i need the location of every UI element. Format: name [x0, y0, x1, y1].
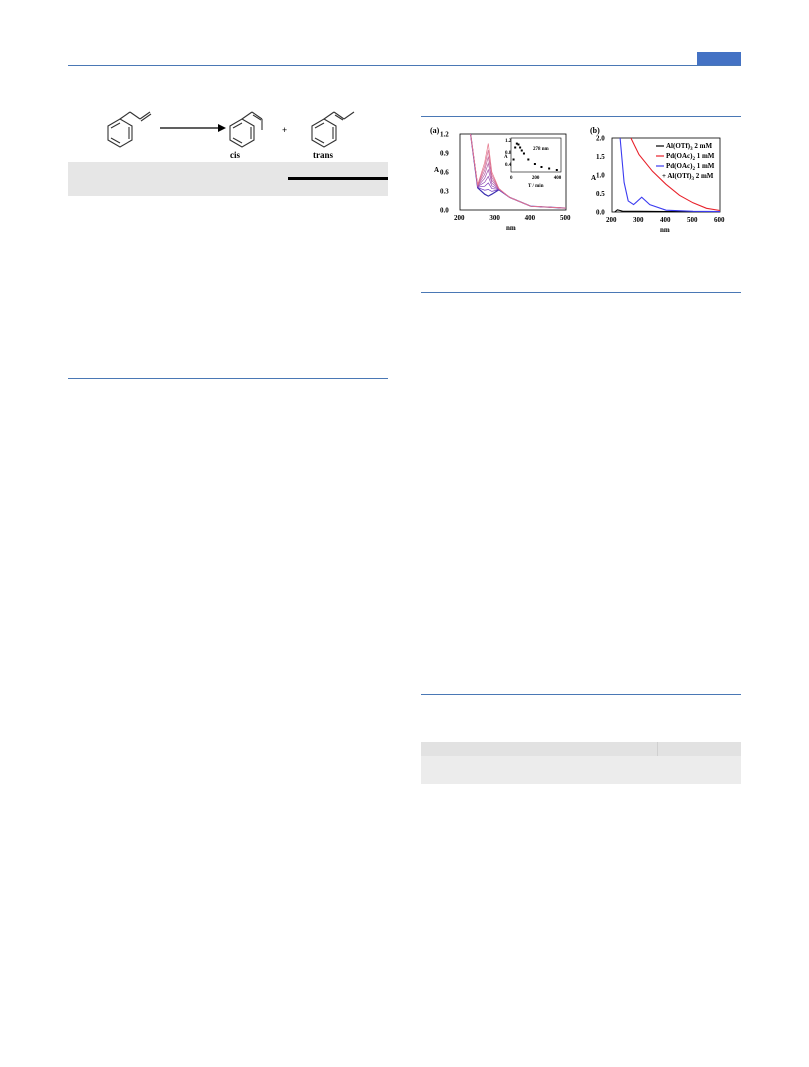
- allylbenzene-structure: [107, 111, 152, 148]
- table-rule: [288, 177, 388, 180]
- cis-structure: [229, 111, 263, 148]
- panel-a-xtick: 300: [489, 214, 500, 222]
- panel-b-xtick: 500: [687, 216, 698, 224]
- inset-ytick: 0.4: [505, 163, 512, 168]
- header-tab: [697, 52, 741, 65]
- panel-b-xtick: 300: [633, 216, 644, 224]
- inset-point: [512, 158, 515, 161]
- section-rule-left: [68, 378, 388, 379]
- inset-point: [520, 149, 523, 152]
- panel-a-ytick: 0.9: [440, 150, 449, 158]
- panel-b-series-line: [614, 209, 720, 213]
- inset-point: [533, 163, 536, 165]
- inset-xtick: 400: [554, 176, 562, 181]
- panel-a-axes: [459, 133, 567, 211]
- section-rule-right-1: [421, 292, 741, 293]
- panel-b-ytick: 0.5: [596, 190, 605, 198]
- figure-panel-a: (a) 1.2 0.9 0.6 0.3 0.0 200 300 400 500 A nm 1.…: [430, 126, 571, 232]
- panel-a-ytick: 0.0: [440, 207, 449, 215]
- panel-a-xtick: 400: [525, 214, 536, 222]
- panel-b-ytick: 2.0: [596, 135, 605, 143]
- panel-b-ytick: 1.0: [596, 172, 605, 180]
- panel-b-xtick: 400: [660, 216, 671, 224]
- inset-point: [517, 143, 520, 146]
- panel-b-series-line: [630, 137, 721, 212]
- trans-structure: [311, 111, 355, 148]
- inset-annotation: 278 nm: [533, 147, 550, 152]
- reaction-arrow: [160, 124, 226, 132]
- reaction-scheme: [107, 111, 355, 148]
- inset-xtick: 200: [532, 176, 540, 181]
- panel-b-xtick: 200: [606, 216, 617, 224]
- table-row-band-right: [421, 756, 741, 784]
- table-header-band-right: [421, 742, 741, 756]
- panel-a-ylabel: A: [434, 166, 439, 174]
- inset-xtick: 0: [510, 176, 513, 181]
- panel-a-inset: 1.2 0.8 0.4 0 200 400 A T / min 278 nm: [504, 137, 562, 189]
- inset-point: [527, 158, 530, 161]
- panel-a-xtick: 500: [560, 214, 571, 222]
- header-rule: [68, 65, 741, 66]
- panel-a-ytick: 1.2: [440, 131, 449, 139]
- panel-a-ytick: 0.6: [440, 169, 449, 177]
- table-divider: [657, 742, 658, 756]
- inset-point: [548, 167, 551, 170]
- panel-b-xtick: 600: [714, 216, 725, 224]
- figure-panel-b: (b) 2.0 1.5 1.0 0.5 0.0 200 300 400 500 600 A nm…: [590, 126, 725, 234]
- inset-point: [522, 152, 525, 155]
- inset-point: [514, 146, 517, 149]
- inset-point: [555, 169, 558, 171]
- cis-label: cis: [230, 150, 240, 160]
- figure-top-rule: [421, 116, 741, 117]
- panel-a-series-line: [470, 133, 567, 209]
- section-rule-right-2: [421, 694, 741, 695]
- plus-sign: +: [282, 125, 288, 135]
- inset-point: [519, 146, 522, 149]
- legend-entry: Al(OTf)3 2 mM: [666, 142, 712, 152]
- panel-b-label: (b): [590, 126, 600, 135]
- inset-xlabel: T / min: [528, 184, 544, 189]
- legend-entry: Pd(OAc)2 1 mM: [666, 162, 715, 172]
- panel-a-label: (a): [430, 126, 440, 135]
- panel-a-ytick: 0.3: [440, 188, 449, 196]
- inset-point: [515, 142, 518, 145]
- panel-b-ytick: 1.5: [596, 153, 605, 161]
- legend-entry: + Al(OTf)3 2 mM: [662, 172, 714, 182]
- panel-b-ylabel: A: [591, 174, 596, 182]
- panel-b-ytick: 0.0: [596, 209, 605, 217]
- inset-ytick: 0.8: [505, 151, 512, 156]
- trans-label: trans: [313, 150, 333, 160]
- panel-a-xlabel: nm: [506, 224, 516, 232]
- inset-ylabel: A: [504, 155, 508, 160]
- inset-ytick: 1.2: [505, 139, 512, 144]
- legend-entry: Pd(OAc)2 1 mM: [666, 152, 715, 162]
- panel-b-xlabel: nm: [660, 226, 670, 234]
- panel-b-series-line: [619, 137, 721, 213]
- inset-point: [540, 166, 543, 168]
- panel-a-xtick: 200: [454, 214, 465, 222]
